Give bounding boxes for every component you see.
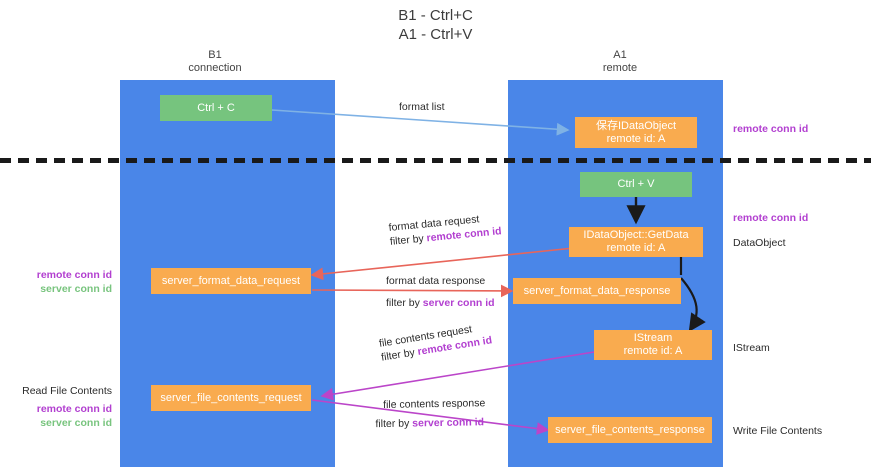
annotation-dataobject: DataObject (733, 237, 786, 249)
node-ctrl-v[interactable]: Ctrl + V (580, 172, 692, 197)
edge-label-format-data-response-text: format data response (386, 275, 486, 287)
section-divider (0, 158, 871, 163)
edge-label-file-contents-response: file contents response filter by server … (375, 396, 486, 431)
node-server-format-data-request-label: server_format_data_request (161, 274, 301, 287)
node-idataobject-getdata[interactable]: IDataObject::GetData remote id: A (569, 227, 703, 257)
node-server-file-contents-request[interactable]: server_file_contents_request (151, 385, 311, 411)
node-server-format-data-response-label: server_format_data_response (523, 284, 671, 297)
node-server-file-contents-response[interactable]: server_file_contents_response (548, 417, 712, 443)
edge-label-format-list: format list (399, 101, 445, 113)
filter-prefix: filter by (386, 297, 423, 309)
title-line-1: B1 - Ctrl+C (398, 7, 473, 24)
node-istream[interactable]: IStream remote id: A (594, 330, 712, 360)
annotation-remote-conn-id-top: remote conn id (733, 123, 809, 135)
edge-label-file-contents-request: file contents request filter by remote c… (378, 319, 493, 364)
edge-label-file-contents-response-text: file contents response (383, 397, 486, 411)
node-save-idataobject[interactable]: 保存IDataObject remote id: A (575, 117, 697, 148)
annotation-left-server-conn-id: server conn id (40, 283, 112, 295)
filter-key-server-conn-id: server conn id (412, 416, 485, 430)
diagram-title: B1 - Ctrl+C A1 - Ctrl+V (0, 6, 871, 44)
edge-label-format-data-request: format data request filter by remote con… (388, 210, 502, 249)
annotation-left-remote-conn-id: remote conn id (36, 269, 112, 281)
title-line-2: A1 - Ctrl+V (398, 26, 473, 43)
edge-label-file-contents-response-filter: filter by server conn id (375, 415, 485, 431)
node-save-idataobject-subtext: remote id: A (606, 132, 666, 145)
filter-key-server-conn-id: server conn id (422, 297, 495, 309)
node-ctrl-v-label: Ctrl + V (617, 178, 655, 190)
annotation-read-file-contents: Read File Contents (22, 385, 112, 397)
node-idataobject-getdata-label: IDataObject::GetData (583, 229, 689, 241)
edge-label-format-data-response: format data response filter by server co… (386, 274, 495, 310)
filter-prefix: filter by (389, 232, 428, 248)
node-istream-subtext: remote id: A (623, 345, 683, 357)
node-server-format-data-response[interactable]: server_format_data_response (513, 278, 681, 304)
lane-title-b1: B1 connection (188, 49, 242, 74)
annotation-istream: IStream (733, 342, 770, 354)
node-idataobject-getdata-subtext: remote id: A (606, 242, 666, 254)
node-ctrl-c[interactable]: Ctrl + C (160, 95, 272, 121)
node-server-file-contents-response-label: server_file_contents_response (555, 423, 705, 436)
node-ctrl-c-label: Ctrl + C (197, 101, 235, 114)
lane-title-a1: A1 remote (602, 49, 638, 74)
annotation-write-file-contents: Write File Contents (733, 425, 823, 437)
filter-prefix: filter by (375, 417, 413, 431)
annotation-left-server-conn-id-2: server conn id (40, 417, 112, 429)
node-server-file-contents-request-label: server_file_contents_request (160, 391, 302, 404)
node-server-format-data-request[interactable]: server_format_data_request (151, 268, 311, 294)
annotation-remote-conn-id-mid: remote conn id (733, 212, 809, 224)
edge-label-format-data-response-filter: filter by server conn id (386, 296, 495, 310)
annotation-left-remote-conn-id-2: remote conn id (36, 403, 112, 415)
node-istream-label: IStream (633, 332, 673, 344)
node-save-idataobject-label: 保存IDataObject (595, 119, 677, 132)
